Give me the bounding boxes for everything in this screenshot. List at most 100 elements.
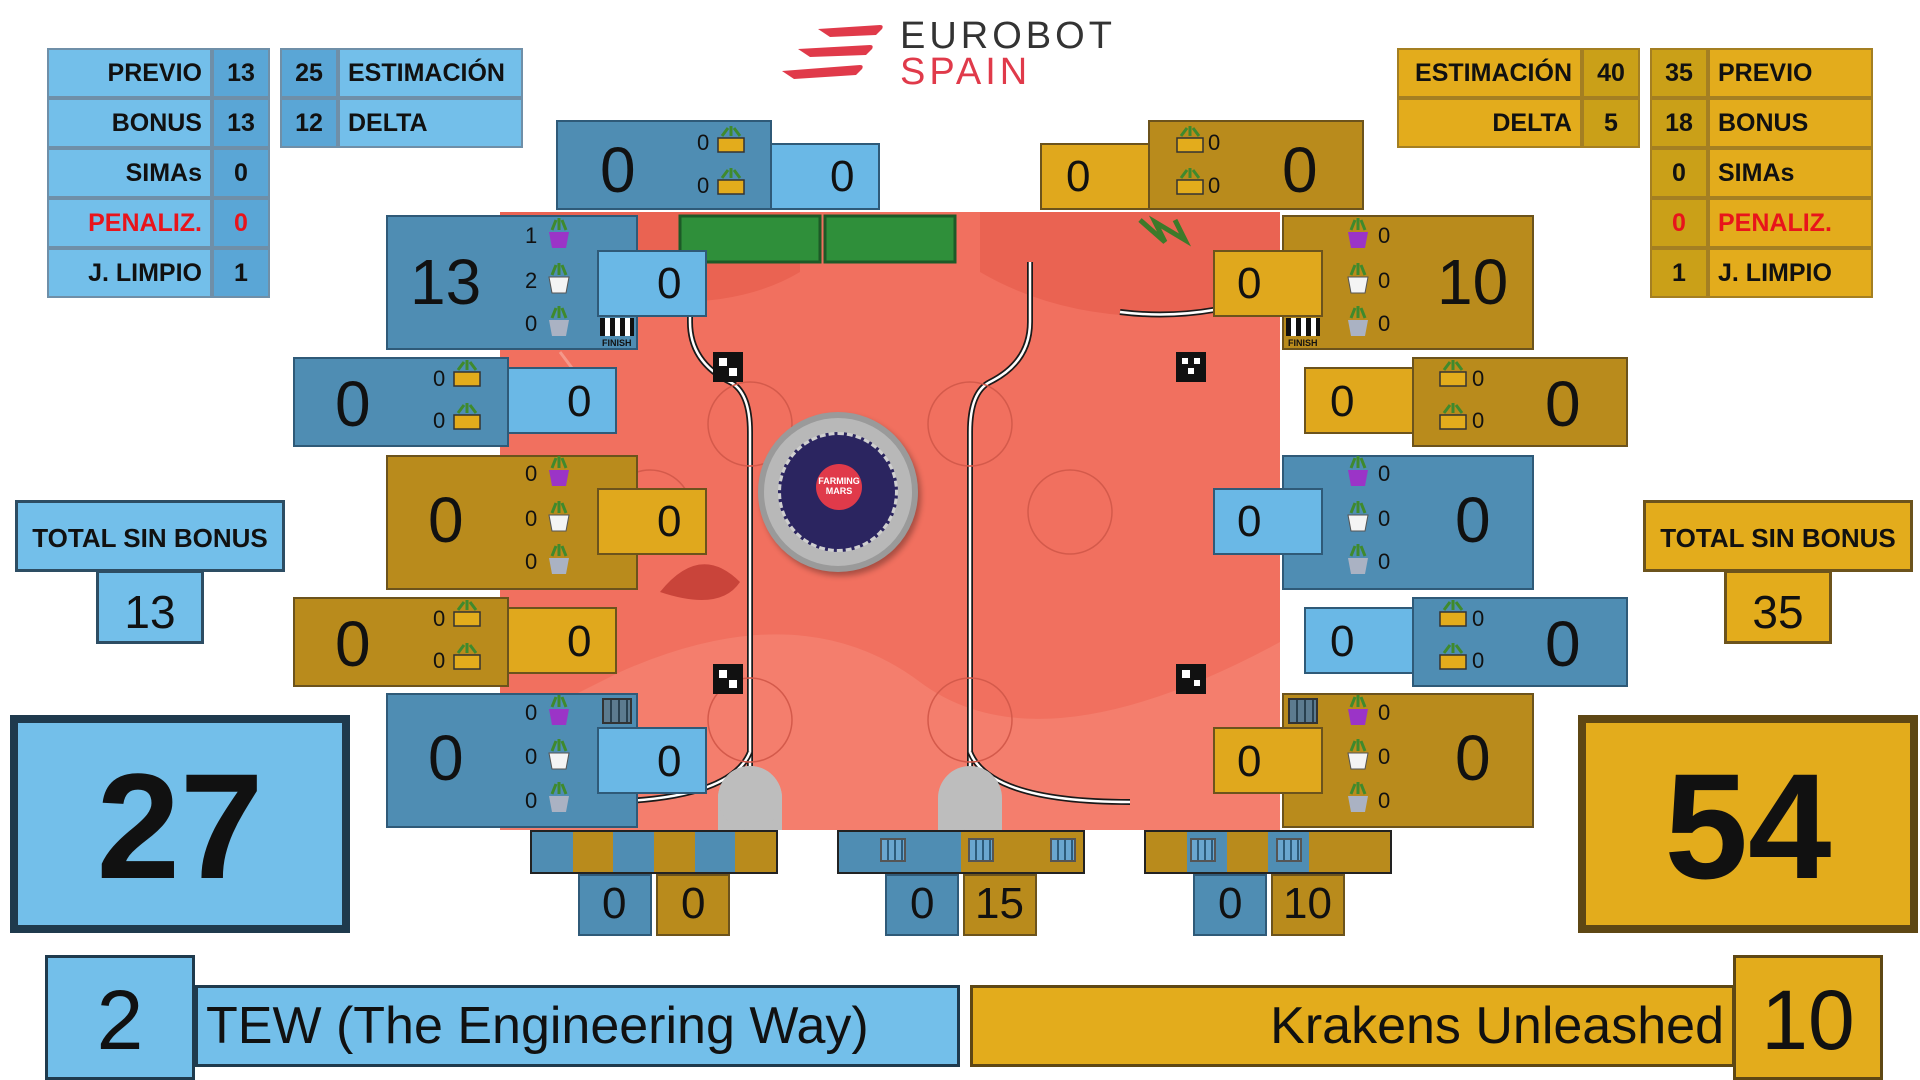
zone-right-5-inner	[1213, 727, 1323, 794]
solar-score-yellow-3-value: 10	[1283, 879, 1332, 928]
grey-pot-icon	[1345, 782, 1371, 814]
solar-panel-icon	[880, 838, 906, 862]
zone-left-2-big: 0	[335, 368, 371, 440]
zone-right-5-count-3: 0	[1378, 788, 1391, 813]
zone-left-5-count-1: 0	[525, 700, 538, 725]
yellow-previo-value: 35	[1650, 48, 1708, 98]
planter-icon	[1438, 643, 1468, 673]
zone-right-3	[1282, 455, 1534, 590]
zone-left-4-count-2: 0	[433, 648, 446, 673]
zone-right-5-small: 0	[1237, 737, 1262, 786]
planter-icon	[716, 126, 746, 156]
zone-right-4-count-2: 0	[1472, 648, 1485, 673]
blue-penaliz-value: 0	[212, 198, 270, 248]
zone-right-2-count-1: 0	[1472, 366, 1485, 391]
solar-score-blue-3-value: 0	[1218, 879, 1243, 928]
purple-pot-icon	[1345, 218, 1371, 250]
solar-strip-2	[837, 830, 1085, 874]
blue-simas-value: 0	[212, 148, 270, 198]
zone-left-4-inner	[507, 607, 617, 674]
solar-panel-icon	[1050, 838, 1076, 862]
blue-total-sin-bonus-value-box: 13	[96, 570, 204, 644]
white-pot-icon	[1345, 739, 1371, 771]
yellow-team-name-box: Krakens Unleashed	[970, 985, 1735, 1067]
solar-score-blue-1-value: 0	[602, 879, 627, 928]
zone-left-2-count-1: 0	[433, 366, 446, 391]
zone-right-4-big: 0	[1545, 608, 1581, 680]
zone-left-4-big: 0	[335, 608, 371, 680]
solar-panel-icon	[1288, 698, 1318, 724]
zone-left-3	[386, 455, 638, 590]
zone-right-3-count-2: 0	[1378, 506, 1391, 531]
blue-bonus-label: BONUS	[47, 98, 212, 148]
blue-jlimpio-value: 1	[212, 248, 270, 298]
eurobot-logo: EUROBOT SPAIN	[780, 15, 1160, 93]
zone-left-5-inner	[597, 727, 707, 794]
blue-previo-value: 13	[212, 48, 270, 98]
zone-left-4-small: 0	[567, 617, 592, 666]
finish-tag: FINISH	[1288, 338, 1318, 348]
yellow-bonus-value: 18	[1650, 98, 1708, 148]
zone-right-5-count-1: 0	[1378, 700, 1391, 725]
zone-right-4-small: 0	[1330, 617, 1355, 666]
white-pot-icon	[546, 501, 572, 533]
blue-score-box: 27	[10, 715, 350, 933]
blue-score-value: 27	[96, 742, 264, 910]
yellow-total-sin-bonus-value-box: 35	[1724, 570, 1832, 644]
zone-left-1-count-1: 1	[525, 223, 538, 248]
zone-left-5-count-2: 0	[525, 744, 538, 769]
purple-pot-icon	[1345, 695, 1371, 727]
zone-top-yellow-count-2: 0	[1208, 173, 1221, 198]
solar-score-blue-2	[885, 874, 959, 936]
zone-right-1-small: 0	[1237, 259, 1262, 308]
zone-left-2-inner	[507, 367, 617, 434]
planter-icon	[1175, 126, 1205, 156]
yellow-jlimpio-value: 1	[1650, 248, 1708, 298]
yellow-delta-label: DELTA	[1397, 98, 1582, 148]
solar-score-yellow-2-value: 15	[975, 879, 1024, 928]
planter-icon	[716, 168, 746, 198]
finish-tag: FINISH	[602, 338, 632, 348]
planter-icon	[452, 360, 482, 390]
zone-right-3-count-1: 0	[1378, 461, 1391, 486]
zone-right-3-small: 0	[1237, 497, 1262, 546]
planter-icon	[452, 643, 482, 673]
planter-icon	[452, 403, 482, 433]
zone-left-1-count-2: 2	[525, 268, 538, 293]
zone-top-blue-big: 0	[600, 134, 636, 206]
solar-score-yellow-1	[656, 874, 730, 936]
zone-right-1-inner	[1213, 250, 1323, 317]
yellow-team-number-box: 10	[1733, 955, 1883, 1080]
blue-total-sin-bonus-label: TOTAL SIN BONUS	[32, 523, 268, 553]
white-pot-icon	[546, 263, 572, 295]
blue-simas-label: SIMAs	[47, 148, 212, 198]
zone-right-3-big: 0	[1455, 484, 1491, 556]
yellow-jlimpio-label: J. LIMPIO	[1708, 248, 1873, 298]
zone-right-2-small: 0	[1330, 377, 1355, 426]
zone-left-5-small: 0	[657, 737, 682, 786]
solar-score-blue-1	[578, 874, 652, 936]
zone-right-2-count-2: 0	[1472, 408, 1485, 433]
purple-pot-icon	[546, 695, 572, 727]
eurobot-swoosh-icon	[782, 25, 883, 79]
yellow-penaliz-label: PENALIZ.	[1708, 198, 1873, 248]
zone-right-5	[1282, 693, 1534, 828]
zone-right-3-inner	[1213, 488, 1323, 555]
field-center-badge: FARMING MARS	[758, 412, 918, 572]
solar-strip-1	[530, 830, 778, 874]
solar-strip-3	[1144, 830, 1392, 874]
zone-left-1-big: 13	[410, 246, 482, 318]
finish-flag-icon	[1286, 318, 1320, 336]
logo-top-text: EUROBOT	[900, 15, 1116, 57]
zone-top-blue-count-1: 0	[697, 130, 710, 155]
blue-total-sin-bonus-value: 13	[124, 586, 176, 638]
blue-delta-value: 12	[280, 98, 338, 148]
blue-previo-label: PREVIO	[47, 48, 212, 98]
yellow-total-sin-bonus-box: TOTAL SIN BONUS	[1643, 500, 1913, 572]
solar-panel-icon	[1190, 838, 1216, 862]
yellow-estimacion-value: 40	[1582, 48, 1640, 98]
zone-left-3-count-2: 0	[525, 506, 538, 531]
planter-icon	[1438, 600, 1468, 630]
zone-right-1-count-1: 0	[1378, 223, 1391, 248]
zone-right-1-count-2: 0	[1378, 268, 1391, 293]
